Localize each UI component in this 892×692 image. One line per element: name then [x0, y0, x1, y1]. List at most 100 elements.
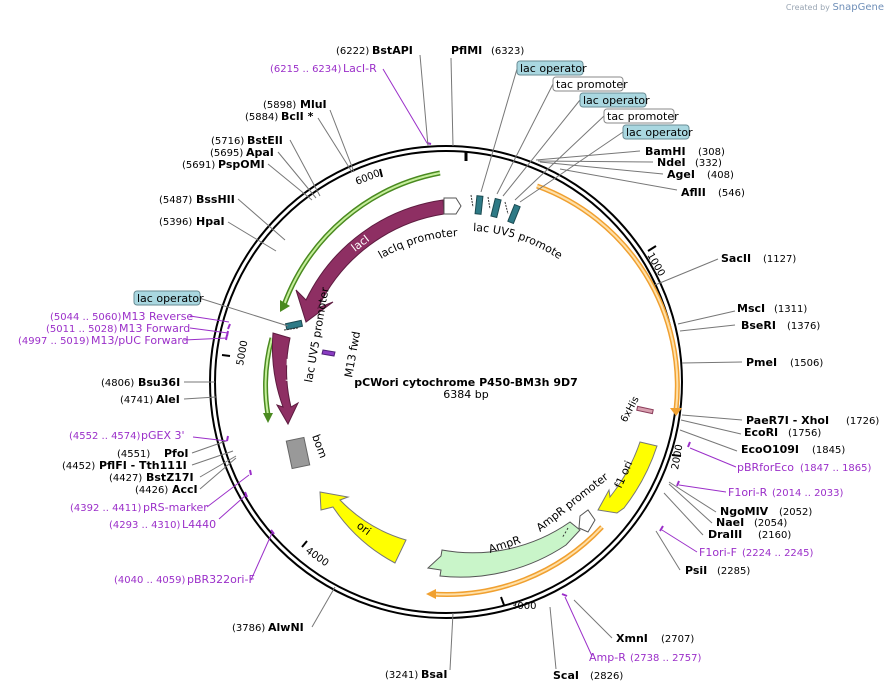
- credit-brand: SnapGene: [832, 2, 884, 13]
- enzyme-pos: (4426): [135, 485, 168, 496]
- enzyme-name[interactable]: NaeI: [716, 516, 744, 529]
- enzyme-name[interactable]: BsaI: [421, 668, 447, 681]
- primer-name[interactable]: pRS-marker: [143, 501, 208, 514]
- enzyme-name[interactable]: BamHI: [645, 145, 686, 158]
- laciq-promoter-arrow: [443, 197, 462, 215]
- laci-feature[interactable]: [295, 199, 445, 323]
- snapgene-credit: Created by SnapGene: [786, 2, 884, 13]
- primer-range: (4997 .. 5019): [18, 336, 90, 347]
- enzyme-name[interactable]: PaeR7I - XhoI: [746, 414, 829, 427]
- box-lac-operator-1-label: lac operator: [520, 62, 587, 75]
- primer-name[interactable]: F1ori-R: [728, 486, 768, 499]
- box-lac-operator-3[interactable]: [622, 124, 690, 140]
- enzyme-name[interactable]: EcoO109I: [741, 443, 799, 456]
- enzyme-name[interactable]: MluI: [300, 98, 327, 111]
- enzyme-pos: (1376): [787, 321, 820, 332]
- enzyme-pos: (2052): [779, 507, 812, 518]
- enzyme-name[interactable]: DraIII: [708, 528, 742, 541]
- enzyme-name[interactable]: AlwNI: [268, 621, 304, 634]
- tick-label-6000: 6000: [354, 168, 382, 188]
- primer-name[interactable]: pGEX 3': [141, 429, 185, 442]
- box-tac-promoter-2[interactable]: [603, 108, 675, 124]
- bom-label: bom: [309, 433, 330, 460]
- enzyme-name[interactable]: ScaI: [553, 669, 579, 682]
- enzyme-pos: (6323): [491, 46, 524, 57]
- enzyme-name[interactable]: BstAPI: [372, 44, 413, 57]
- m13fwd-glyph: [321, 349, 336, 357]
- enzyme-name[interactable]: NgoMIV: [720, 505, 769, 518]
- ori-feature[interactable]: [319, 491, 407, 564]
- enzyme-leader-lines: [183, 54, 743, 671]
- enzyme-pos: (332): [695, 158, 722, 169]
- enzyme-pos: (1127): [763, 254, 796, 265]
- primer-range: (6215 .. 6234): [270, 64, 342, 75]
- enzyme-pos: (1311): [774, 304, 807, 315]
- enzyme-name[interactable]: BssHII: [196, 193, 235, 206]
- enzyme-name[interactable]: BseRI: [741, 319, 776, 332]
- enzyme-name[interactable]: SacII: [721, 252, 751, 265]
- enzyme-pos: (308): [698, 147, 725, 158]
- enzyme-name[interactable]: XmnI: [616, 632, 648, 645]
- his-tag-glyph: [636, 405, 654, 415]
- enzyme-pos: (6222): [336, 46, 369, 57]
- primer-name[interactable]: F1ori-F: [699, 546, 737, 559]
- enzyme-name[interactable]: AleI: [156, 393, 180, 406]
- primer-leader-lines: [183, 68, 737, 657]
- lacza-feature[interactable]: [271, 332, 300, 426]
- ampr-dash: [561, 527, 569, 539]
- enzyme-pos: (1845): [812, 445, 845, 456]
- enzyme-pos: (1726): [846, 416, 879, 427]
- enzyme-pos: (5695): [210, 148, 243, 159]
- green-arc-lacz-head: [263, 413, 273, 423]
- primer-labels: (6215 .. 6234) LacI-R (5044 .. 5060) M13…: [18, 62, 872, 664]
- green-arc-laci-head: [280, 300, 290, 312]
- enzyme-name[interactable]: BstZ17I: [146, 471, 194, 484]
- primer-name[interactable]: Amp-R: [589, 651, 626, 664]
- box-tac-promoter-1-label: tac promoter: [556, 78, 628, 91]
- primer-range: (2224 .. 2245): [742, 548, 814, 559]
- enzyme-name[interactable]: EcoRI: [744, 426, 778, 439]
- box-lac-operator-3-label: lac operator: [626, 126, 693, 139]
- enzyme-name[interactable]: HpaI: [196, 215, 225, 228]
- enzyme-name[interactable]: PflFI - Tth111I: [99, 459, 187, 472]
- enzyme-name[interactable]: NdeI: [657, 156, 686, 169]
- enzyme-name[interactable]: AgeI: [667, 168, 695, 181]
- primer-name[interactable]: L4440: [182, 518, 216, 531]
- enzyme-name[interactable]: PmeI: [746, 356, 777, 369]
- primer-name[interactable]: M13 Reverse: [122, 310, 193, 323]
- enzyme-pos: (5898): [263, 100, 296, 111]
- primer-name[interactable]: pBR322ori-F: [187, 573, 255, 586]
- box-lac-operator-1[interactable]: [516, 60, 584, 76]
- enzyme-pos: (546): [718, 188, 745, 199]
- primer-name[interactable]: M13/pUC Forward: [91, 334, 189, 347]
- box-tac-promoter-1[interactable]: [552, 76, 624, 92]
- enzyme-name[interactable]: PfoI: [164, 447, 189, 460]
- bom-feature[interactable]: [285, 436, 311, 470]
- box-lac-operator-2[interactable]: [579, 92, 647, 108]
- enzyme-pos: (5487): [159, 195, 192, 206]
- enzyme-pos: (408): [707, 170, 734, 181]
- primer-name[interactable]: M13 Forward: [119, 322, 190, 335]
- enzyme-name[interactable]: Bsu36I: [138, 376, 180, 389]
- tick-label-2000: 2000: [670, 444, 685, 471]
- enzyme-pos: (1506): [790, 358, 823, 369]
- orange-arc-bottom-head: [426, 589, 436, 599]
- enzyme-name[interactable]: PsiI: [685, 564, 707, 577]
- primer-name[interactable]: pBRforEco: [737, 461, 794, 474]
- enzyme-pos: (2160): [758, 530, 791, 541]
- f1ori-feature[interactable]: [597, 441, 658, 514]
- enzyme-pos: (5691): [182, 160, 215, 171]
- enzyme-pos: (2826): [590, 671, 623, 682]
- primer-name[interactable]: LacI-R: [343, 62, 377, 75]
- enzyme-name[interactable]: BstEII: [247, 134, 283, 147]
- box-lac-operator-4[interactable]: [133, 290, 201, 306]
- enzyme-name[interactable]: AflII: [681, 186, 706, 199]
- enzyme-name[interactable]: PflMI: [451, 44, 482, 57]
- box-tac-promoter-2-label: tac promoter: [607, 110, 679, 123]
- enzyme-name[interactable]: AccI: [172, 483, 198, 496]
- enzyme-name[interactable]: BclI *: [281, 110, 314, 123]
- enzyme-name[interactable]: MscI: [737, 302, 765, 315]
- enzyme-name[interactable]: ApaI: [246, 146, 274, 159]
- enzyme-name[interactable]: PspOMI: [218, 158, 265, 171]
- ampr-feature[interactable]: [426, 521, 581, 578]
